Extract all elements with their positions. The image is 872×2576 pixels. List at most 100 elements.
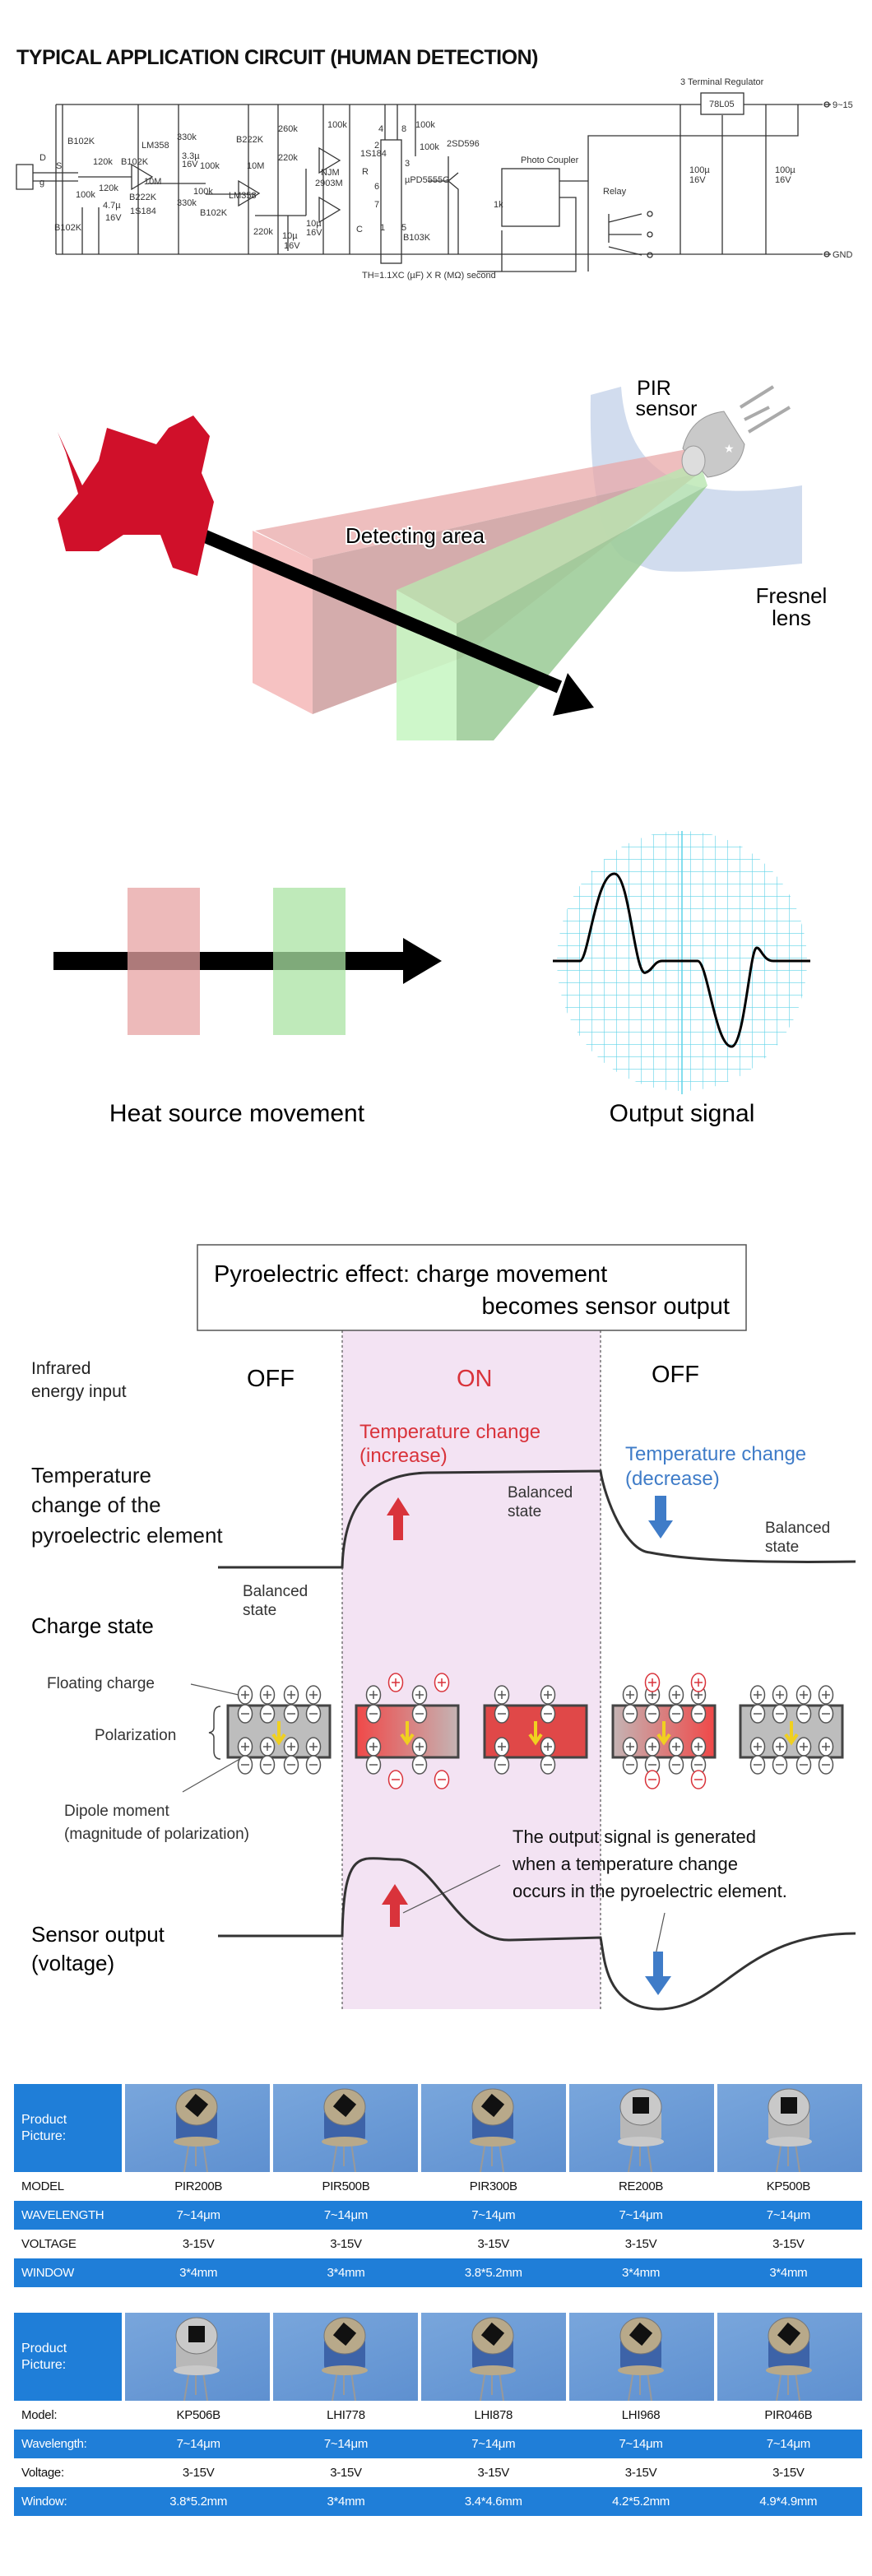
picture-label: Picture: bbox=[21, 2129, 67, 2143]
circuit-schematic: 3 Terminal Regulator 78L05 9~15 GND D S … bbox=[16, 77, 853, 281]
table-cell: LHI778 bbox=[327, 2408, 365, 2422]
negative-charge-icon bbox=[283, 1755, 299, 1775]
positive-charge-icon bbox=[305, 1737, 322, 1757]
circuit-label: R bbox=[362, 167, 369, 177]
circuit-label: 3 bbox=[405, 159, 410, 169]
table-cell: 7~14μm bbox=[766, 2437, 810, 2451]
table-cell: 7~14μm bbox=[619, 2208, 663, 2222]
circuit-label: 2903M bbox=[315, 179, 343, 188]
table-cell: 3*4mm bbox=[327, 2266, 365, 2280]
row-label: change of the bbox=[31, 1492, 161, 1517]
circuit-label: C bbox=[356, 225, 363, 234]
table-cell: 4.9*4.9mm bbox=[759, 2495, 818, 2509]
table-cell: 7~14μm bbox=[323, 2208, 369, 2222]
positive-charge-icon bbox=[622, 1685, 638, 1705]
product-picture bbox=[717, 2313, 862, 2401]
heat-arrow-head bbox=[403, 938, 442, 984]
negative-charge-icon bbox=[749, 1704, 766, 1724]
row-label: pyroelectric element bbox=[31, 1523, 223, 1548]
picture-label: Picture: bbox=[21, 2358, 67, 2372]
table-cell: 3-15V bbox=[772, 2237, 805, 2251]
circuit-label: 10µ bbox=[282, 231, 298, 241]
oscilloscope-grid bbox=[557, 831, 807, 1091]
table-cell: 7~14μm bbox=[766, 2208, 810, 2222]
negative-charge-icon bbox=[411, 1755, 428, 1775]
circuit-label: 10M bbox=[144, 177, 161, 187]
state-off: OFF bbox=[247, 1366, 295, 1392]
negative-charge-icon bbox=[622, 1704, 638, 1724]
sensor-photo bbox=[766, 2088, 812, 2172]
positive-charge-icon bbox=[622, 1737, 638, 1757]
table-cell: 3*4mm bbox=[769, 2266, 808, 2280]
circuit-label: 260k bbox=[278, 124, 298, 134]
down-arrow-icon bbox=[645, 1952, 671, 1995]
positive-charge-icon bbox=[237, 1685, 253, 1705]
circuit-label: 100k bbox=[200, 161, 220, 171]
sensor-photo bbox=[470, 2317, 516, 2401]
product-picture bbox=[569, 2084, 714, 2172]
positive-charge-icon bbox=[749, 1737, 766, 1757]
table-cell: 3-15V bbox=[330, 2237, 362, 2251]
circuit-label: 220k bbox=[253, 227, 273, 237]
sensor-photo bbox=[322, 2088, 368, 2172]
circuit-label: 9~15 bbox=[833, 100, 853, 110]
balanced-label: state bbox=[508, 1503, 541, 1520]
circuit-label: 16V bbox=[306, 228, 322, 238]
negative-charge-icon bbox=[644, 1770, 661, 1789]
circuit-section: TYPICAL APPLICATION CIRCUIT (HUMAN DETEC… bbox=[0, 33, 872, 296]
circuit-label: 330k bbox=[177, 132, 197, 142]
negative-charge-icon bbox=[668, 1704, 684, 1724]
circuit-label: 16V bbox=[105, 213, 122, 223]
row-label: VOLTAGE bbox=[21, 2237, 77, 2251]
positive-charge-icon bbox=[411, 1685, 428, 1705]
positive-charge-icon bbox=[494, 1737, 510, 1757]
down-arrow-icon bbox=[648, 1496, 673, 1539]
pir-sensor-label: sensor bbox=[635, 397, 697, 420]
circuit-label: g bbox=[39, 178, 44, 188]
up-arrow-icon bbox=[387, 1497, 410, 1540]
negative-charge-icon bbox=[690, 1704, 707, 1724]
negative-charge-icon bbox=[772, 1704, 788, 1724]
positive-charge-icon bbox=[772, 1685, 788, 1705]
table-cell: 3-15V bbox=[477, 2237, 510, 2251]
product-picture bbox=[273, 2313, 418, 2401]
positive-charge-icon bbox=[259, 1685, 276, 1705]
positive-charge-icon bbox=[540, 1685, 556, 1705]
product-picture bbox=[421, 2313, 566, 2401]
circuit-label: 220k bbox=[278, 153, 298, 163]
output-signal-label: Output signal bbox=[610, 1100, 755, 1127]
negative-charge-icon bbox=[818, 1704, 834, 1724]
product-picture bbox=[421, 2084, 566, 2172]
detecting-zone-a-top bbox=[255, 448, 699, 559]
row-label: Infrared bbox=[31, 1359, 90, 1378]
circuit-label: 100k bbox=[193, 187, 213, 197]
detecting-zone-b-top bbox=[397, 461, 707, 624]
positive-charge-icon bbox=[749, 1685, 766, 1705]
sensor-photo bbox=[766, 2317, 812, 2401]
positive-charge-icon bbox=[540, 1737, 556, 1757]
table-cell: KP506B bbox=[176, 2408, 221, 2422]
circuit-label: 4.7µ bbox=[103, 201, 121, 211]
balanced-label: state bbox=[243, 1602, 276, 1619]
positive-charge-icon bbox=[772, 1737, 788, 1757]
circuit-label: 3.3µ bbox=[182, 151, 200, 161]
circuit-label: 1 bbox=[380, 223, 385, 233]
table-cell: 3*4mm bbox=[327, 2495, 365, 2509]
sensor-photo bbox=[618, 2317, 664, 2401]
table-cell: 3*4mm bbox=[622, 2266, 661, 2280]
pir-sensor-device: ★ bbox=[681, 385, 791, 478]
table-cell: LHI968 bbox=[621, 2408, 661, 2422]
circuit-label: Photo Coupler bbox=[521, 155, 579, 165]
table-cell: 7~14μm bbox=[176, 2437, 220, 2451]
circuit-label: 16V bbox=[284, 241, 300, 251]
output-note: The output signal is generated bbox=[513, 1826, 756, 1847]
temp-decrease-label: Temperature change bbox=[625, 1443, 806, 1465]
negative-charge-icon bbox=[237, 1704, 253, 1724]
circuit-label: 120k bbox=[99, 183, 118, 193]
circuit-label: B102K bbox=[67, 137, 95, 146]
